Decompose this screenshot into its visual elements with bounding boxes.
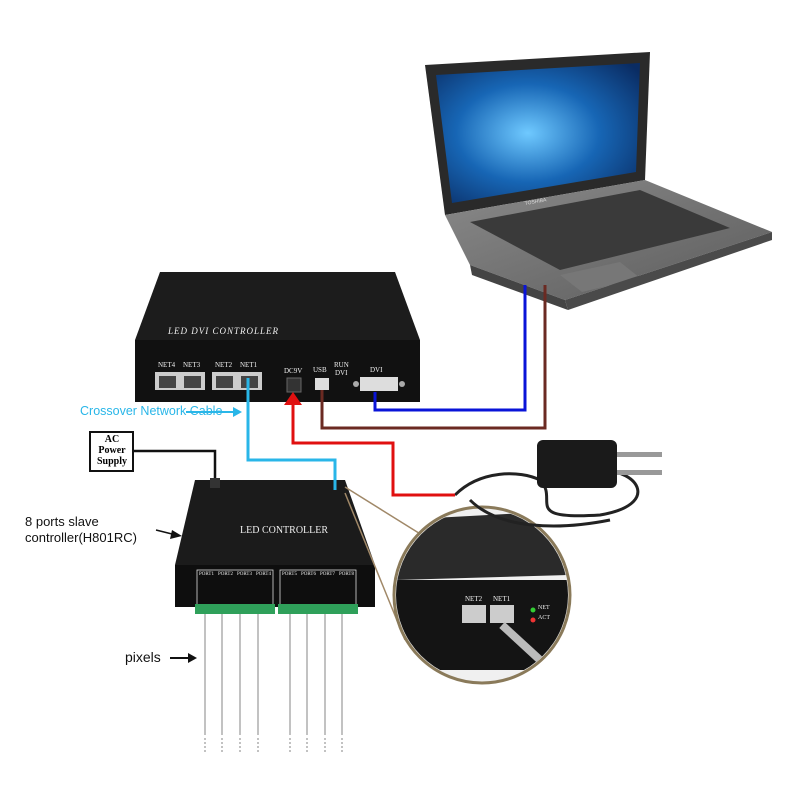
power-arrow	[284, 392, 302, 405]
dvi-controller	[135, 272, 420, 402]
slave-controller-label: 8 ports slave controller(H801RC)	[25, 514, 137, 546]
dvi-port-label: DVI	[370, 366, 383, 374]
callout-act-led: ACT	[538, 615, 550, 621]
slave-port-8: PORT8	[339, 572, 354, 577]
laptop-brand: TOSHIBA	[524, 197, 547, 207]
ac-power-line-3: Supply	[96, 456, 128, 467]
usb-label: USB	[313, 366, 327, 374]
ac-power-line-2: Power	[98, 445, 126, 456]
pixel-strands	[204, 614, 343, 752]
slave-label-line-2: controller(H801RC)	[25, 530, 137, 545]
dvi-cable	[373, 285, 527, 412]
port-net1: NET1	[240, 361, 258, 369]
laptop: TOSHIBA	[425, 52, 772, 310]
slave-port-4: PORT4	[256, 572, 271, 577]
callout-net1: NET1	[493, 595, 511, 603]
ac-cable	[133, 449, 217, 484]
slave-title: LED CONTROLLER	[240, 525, 329, 536]
crossover-cable-label: Crossover Network Cable	[80, 404, 223, 418]
slave-port-3: PORT3	[237, 572, 252, 577]
dvi-controller-title: LED DVI CONTROLLER	[168, 326, 280, 336]
callout-net-led: NET	[538, 605, 550, 611]
power-cable	[291, 405, 455, 497]
slave-port-7: PORT7	[320, 572, 335, 577]
slave-port-6: PORT6	[301, 572, 316, 577]
run-led-label: RUN	[334, 361, 349, 369]
port-net3: NET3	[183, 361, 201, 369]
power-adapter	[453, 440, 662, 528]
crossover-cable	[246, 378, 337, 490]
port-net4: NET4	[158, 361, 176, 369]
slave-label-line-1: 8 ports slave	[25, 514, 99, 529]
slave-port-1: PORT1	[199, 572, 214, 577]
ac-power-supply-label: AC Power Supply	[92, 434, 132, 467]
slave-controller	[175, 480, 375, 614]
usb-cable	[320, 285, 547, 430]
ac-power-line-1: AC	[104, 434, 120, 445]
port-net2: NET2	[215, 361, 233, 369]
dc-jack-label: DC9V	[284, 367, 303, 375]
dvi-led-label: DVI	[335, 369, 348, 377]
callout-zoom	[344, 486, 572, 685]
callout-net2: NET2	[465, 595, 483, 603]
pixels-label: pixels	[125, 649, 161, 665]
slave-port-2: PORT2	[218, 572, 233, 577]
slave-port-5: PORT5	[282, 572, 297, 577]
